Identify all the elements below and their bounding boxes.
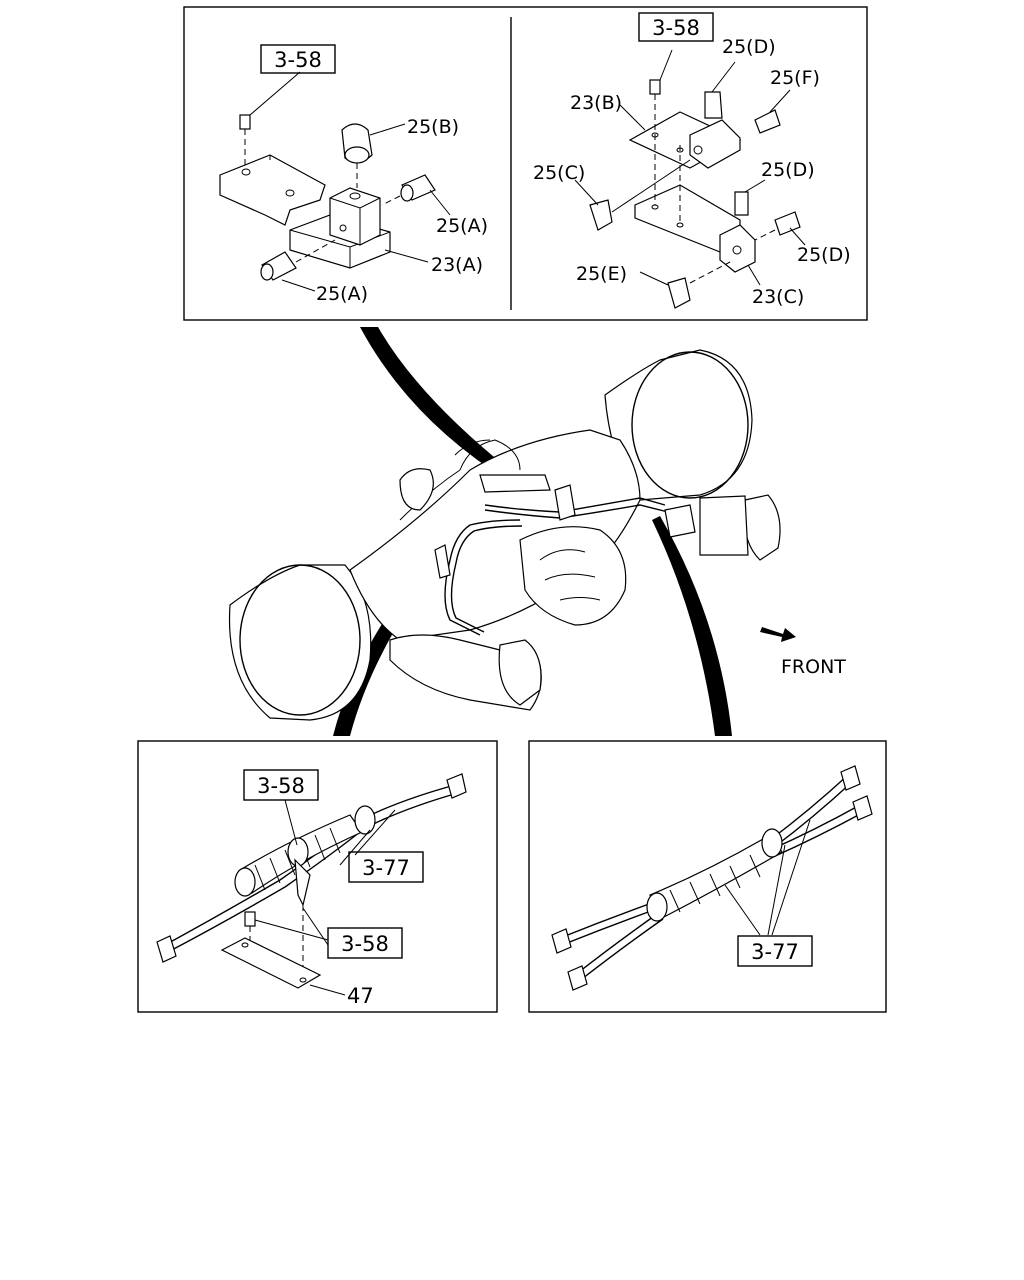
label-23a: 23(A) [431,254,483,276]
label-47: 47 [347,984,374,1008]
label-23c: 23(C) [752,286,804,308]
ref-3-77-bottom-left: 3-77 [362,856,410,880]
ref-box-3-58-top-left [260,44,336,74]
label-25b: 25(B) [407,116,459,138]
fitting-25a-left [260,239,336,292]
label-25c: 25(C) [533,162,585,184]
bracket-23b [628,111,742,169]
label-25a-left: 25(A) [316,283,368,305]
bottom-right-detail-frame [528,740,887,1013]
bolt-right [649,49,681,225]
label-23b: 23(B) [570,92,622,114]
ref-box-3-58-bottom-left-bolt [327,927,403,959]
ref-3-77-bottom-right: 3-77 [751,940,799,964]
front-direction-arrow-icon [760,627,796,642]
front-direction-label: FRONT [781,656,846,678]
rear-axle-assembly [228,349,781,721]
label-25f: 25(F) [770,67,820,89]
ref-3-58-bottom-left-bolt: 3-58 [341,932,389,956]
label-25d-lower: 25(D) [797,244,851,266]
fitting-25a-right [381,174,451,216]
leader-callout-bottom-right [652,516,732,736]
brake-hose-left [156,773,467,996]
label-25a-right: 25(A) [436,215,488,237]
fitting-25b [341,123,406,188]
ref-3-58-top-right: 3-58 [652,16,700,40]
leader-callout-top [360,327,520,482]
ref-box-3-58-bottom-left-top [243,769,319,801]
bolt-left [239,71,301,168]
bottom-left-detail-frame [137,740,498,1013]
fittings-right [574,61,806,309]
ref-box-3-77-bottom-right [737,935,813,967]
brake-hose-right [551,765,873,991]
bracket-23a-assembly [219,154,391,269]
label-25d-top: 25(D) [722,36,776,58]
ref-3-58-top-left: 3-58 [274,48,322,72]
ref-box-3-58-top-right [638,12,714,42]
label-25d-middle: 25(D) [761,159,815,181]
ref-3-58-bottom-left-top: 3-58 [257,774,305,798]
ref-box-3-77-bottom-left [348,851,424,883]
top-detail-frame [183,6,868,321]
label-25e: 25(E) [576,263,627,285]
